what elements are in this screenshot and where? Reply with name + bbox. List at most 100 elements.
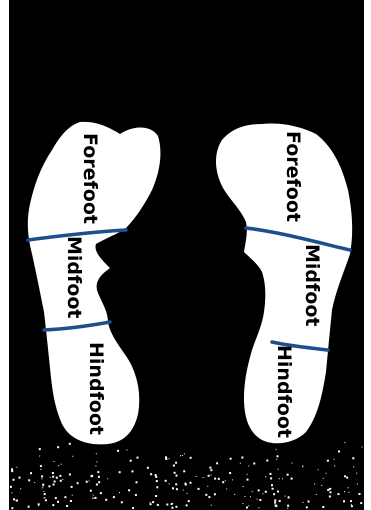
- speckle: [279, 500, 281, 502]
- speckle: [38, 505, 39, 506]
- speckle: [66, 505, 68, 507]
- speckle: [357, 484, 358, 485]
- speckle: [270, 477, 272, 479]
- speckle: [327, 460, 329, 462]
- speckle: [344, 491, 345, 492]
- speckle: [234, 494, 235, 495]
- speckle: [327, 489, 329, 491]
- speckle: [308, 501, 310, 503]
- speckle: [155, 476, 157, 478]
- speckle: [173, 465, 175, 467]
- speckle: [113, 496, 115, 498]
- speckle: [274, 502, 276, 504]
- speckle: [176, 488, 178, 490]
- speckle: [91, 475, 93, 477]
- speckle: [130, 460, 132, 462]
- left-white-border: [0, 0, 9, 510]
- speckle: [28, 506, 30, 508]
- speckle: [266, 460, 268, 462]
- speckle: [56, 477, 58, 479]
- speckle: [275, 504, 277, 506]
- speckle: [95, 465, 96, 466]
- speckle: [171, 507, 173, 509]
- speckle: [38, 503, 40, 505]
- speckle: [243, 486, 244, 487]
- speckle: [11, 468, 13, 470]
- speckle: [11, 470, 13, 472]
- speckle: [314, 483, 315, 484]
- speckle: [241, 457, 243, 459]
- speckle: [132, 507, 134, 509]
- speckle: [69, 443, 71, 445]
- speckle: [270, 473, 272, 475]
- speckle: [157, 504, 159, 506]
- speckle: [329, 496, 331, 498]
- speckle: [247, 474, 248, 475]
- speckle: [64, 496, 66, 498]
- speckle: [57, 501, 59, 503]
- speckle: [180, 455, 181, 456]
- speckle: [338, 493, 340, 495]
- speckle: [100, 492, 102, 494]
- speckle: [344, 442, 345, 443]
- speckle: [52, 472, 54, 474]
- speckle: [90, 490, 92, 492]
- speckle: [271, 484, 273, 486]
- speckle: [344, 475, 346, 477]
- speckle: [216, 462, 218, 464]
- speckle: [287, 505, 289, 507]
- speckle: [53, 484, 55, 486]
- speckle: [156, 486, 158, 488]
- speckle: [70, 500, 72, 502]
- speckle: [152, 501, 154, 503]
- speckle: [321, 485, 322, 486]
- speckle: [174, 472, 176, 474]
- speckle: [302, 502, 303, 503]
- speckle: [265, 476, 266, 477]
- speckle: [183, 470, 185, 472]
- speckle: [287, 508, 288, 509]
- speckle: [196, 476, 197, 477]
- speckle: [92, 498, 93, 499]
- speckle: [338, 451, 340, 453]
- speckle: [208, 496, 210, 498]
- speckle: [128, 489, 130, 491]
- speckle: [183, 490, 184, 491]
- speckle: [10, 486, 12, 488]
- speckle: [150, 503, 152, 505]
- speckle: [287, 474, 289, 476]
- speckle: [43, 491, 44, 492]
- speckle: [230, 458, 232, 460]
- speckle: [351, 504, 352, 505]
- speckle: [44, 493, 46, 495]
- speckle: [209, 467, 211, 469]
- speckle: [15, 500, 16, 501]
- speckle: [165, 480, 167, 482]
- speckle: [169, 483, 170, 484]
- speckle: [150, 473, 152, 475]
- speckle: [322, 506, 324, 508]
- speckle: [316, 494, 317, 495]
- speckle: [42, 478, 43, 479]
- speckle: [175, 483, 177, 485]
- speckle: [346, 477, 348, 479]
- speckle: [117, 450, 119, 452]
- speckle: [96, 484, 98, 486]
- speckle: [265, 491, 267, 493]
- speckle: [258, 507, 259, 508]
- speckle: [39, 456, 40, 457]
- speckle: [58, 465, 59, 466]
- speckle: [11, 507, 13, 509]
- speckle: [147, 467, 149, 469]
- speckle: [172, 487, 174, 489]
- speckle: [105, 499, 107, 501]
- speckle: [282, 478, 283, 479]
- speckle: [350, 500, 352, 502]
- left-midfoot-label: Midfoot: [64, 236, 83, 318]
- speckle: [214, 493, 216, 495]
- speckle: [276, 449, 277, 450]
- speckle: [291, 478, 293, 480]
- speckle: [62, 479, 63, 480]
- speckle: [97, 471, 99, 473]
- speckle: [229, 472, 231, 474]
